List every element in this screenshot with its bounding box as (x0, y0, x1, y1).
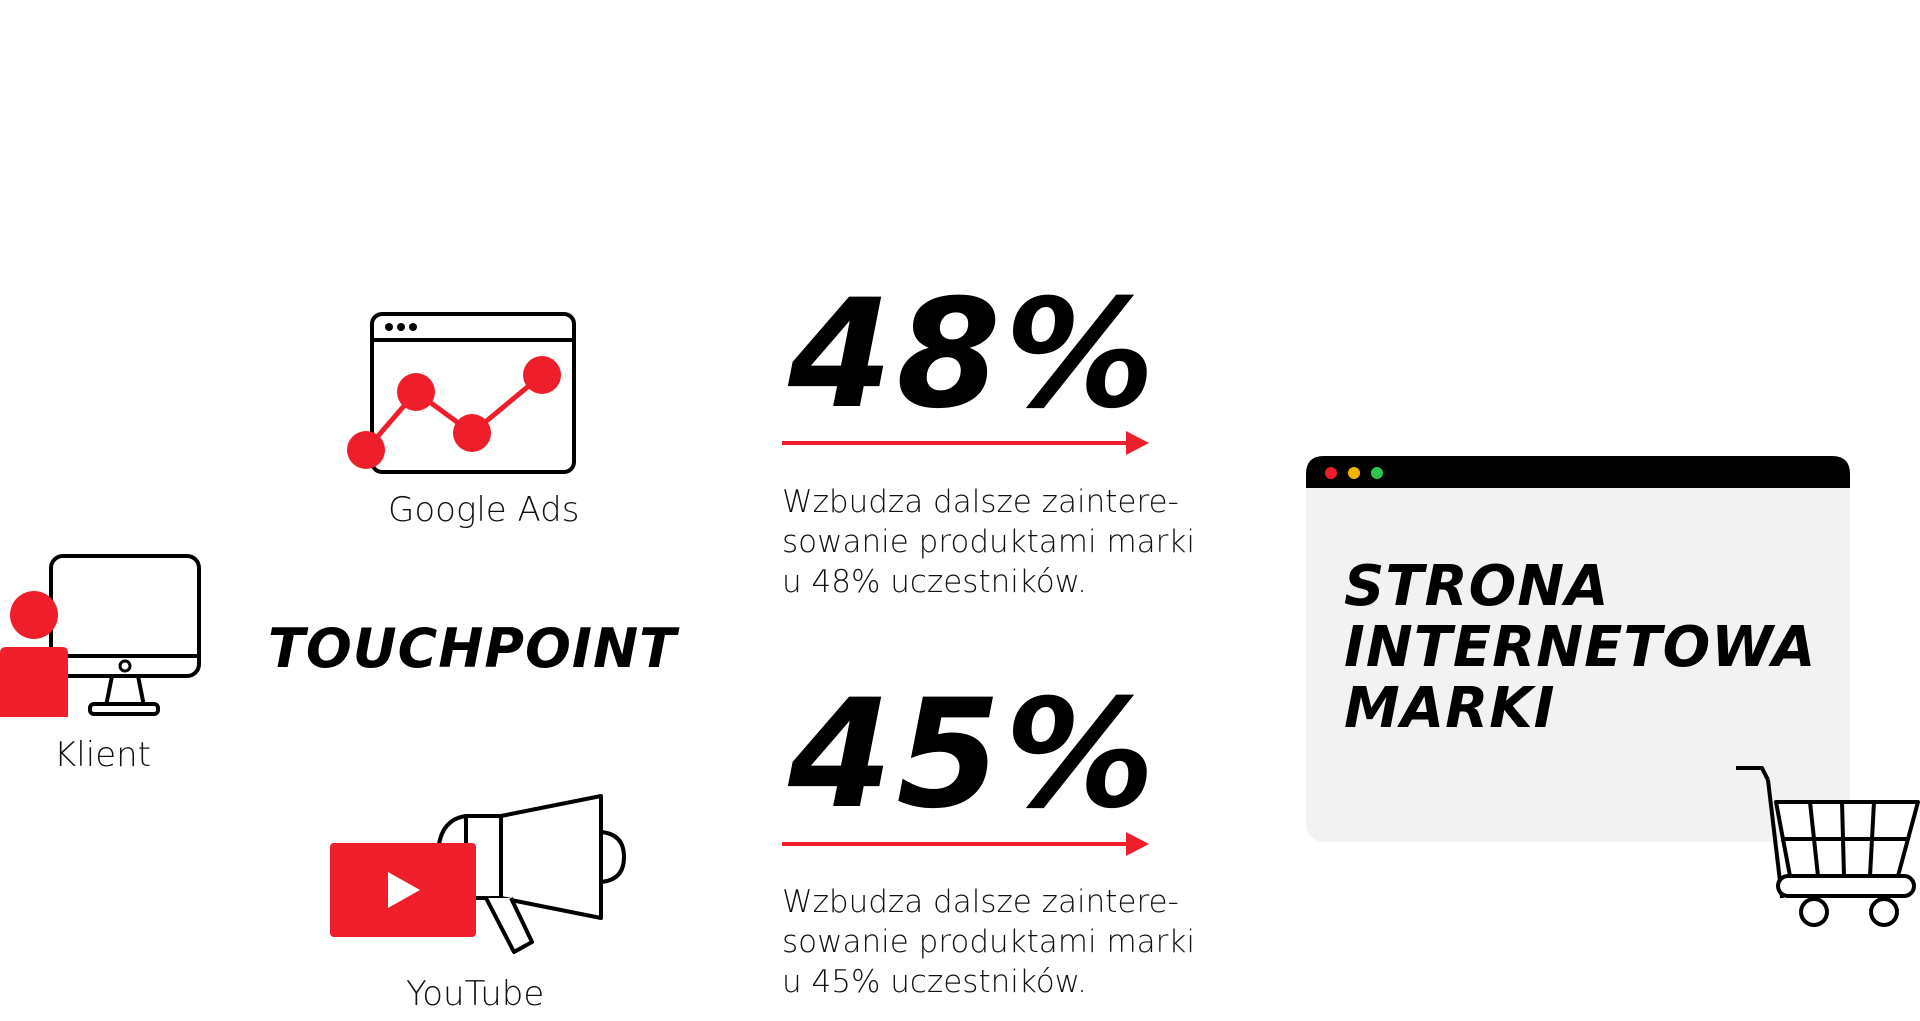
youtube-label: YouTube (406, 974, 545, 1014)
destination-title-line: STRONA (1344, 554, 1610, 619)
stat-description-line: sowanie produktami marki (782, 924, 1195, 960)
browser-chart-icon (347, 312, 576, 474)
stat-description-line: Wzbudza dalsze zaintere- (782, 484, 1179, 520)
stat-description-45: Wzbudza dalsze zaintere- sowanie produkt… (782, 882, 1222, 1002)
client-label: Klient (54, 735, 151, 775)
stat-description-line: u 48% uczestników. (782, 564, 1088, 600)
stat-value-48: 48% (788, 268, 1160, 442)
browser-window-icon (1306, 456, 1850, 842)
touchpoint-label: TOUCHPOINT (268, 617, 678, 680)
window-minimize-dot-icon (1348, 467, 1360, 479)
google-ads-label: Google Ads (388, 490, 580, 530)
user-at-computer-icon (0, 554, 201, 717)
stat-description-line: u 45% uczestników. (782, 964, 1088, 1000)
stat-description-line: sowanie produktami marki (782, 524, 1195, 560)
stat-description-line: Wzbudza dalsze zaintere- (782, 884, 1179, 920)
arrow-right-icon (782, 431, 1149, 455)
stat-description-48: Wzbudza dalsze zaintere- sowanie produkt… (782, 482, 1222, 602)
destination-title-line: MARKI (1344, 676, 1556, 741)
destination-title-line: INTERNETOWA (1344, 615, 1817, 680)
destination-title: STRONA INTERNETOWA MARKI (1344, 556, 1816, 739)
window-close-dot-icon (1325, 467, 1337, 479)
youtube-megaphone-icon (330, 794, 627, 954)
arrow-right-icon (782, 832, 1149, 856)
stat-value-45: 45% (788, 668, 1160, 842)
window-maximize-dot-icon (1371, 467, 1383, 479)
browster-window (1306, 456, 1850, 842)
shopping-cart-icon (1736, 766, 1920, 927)
